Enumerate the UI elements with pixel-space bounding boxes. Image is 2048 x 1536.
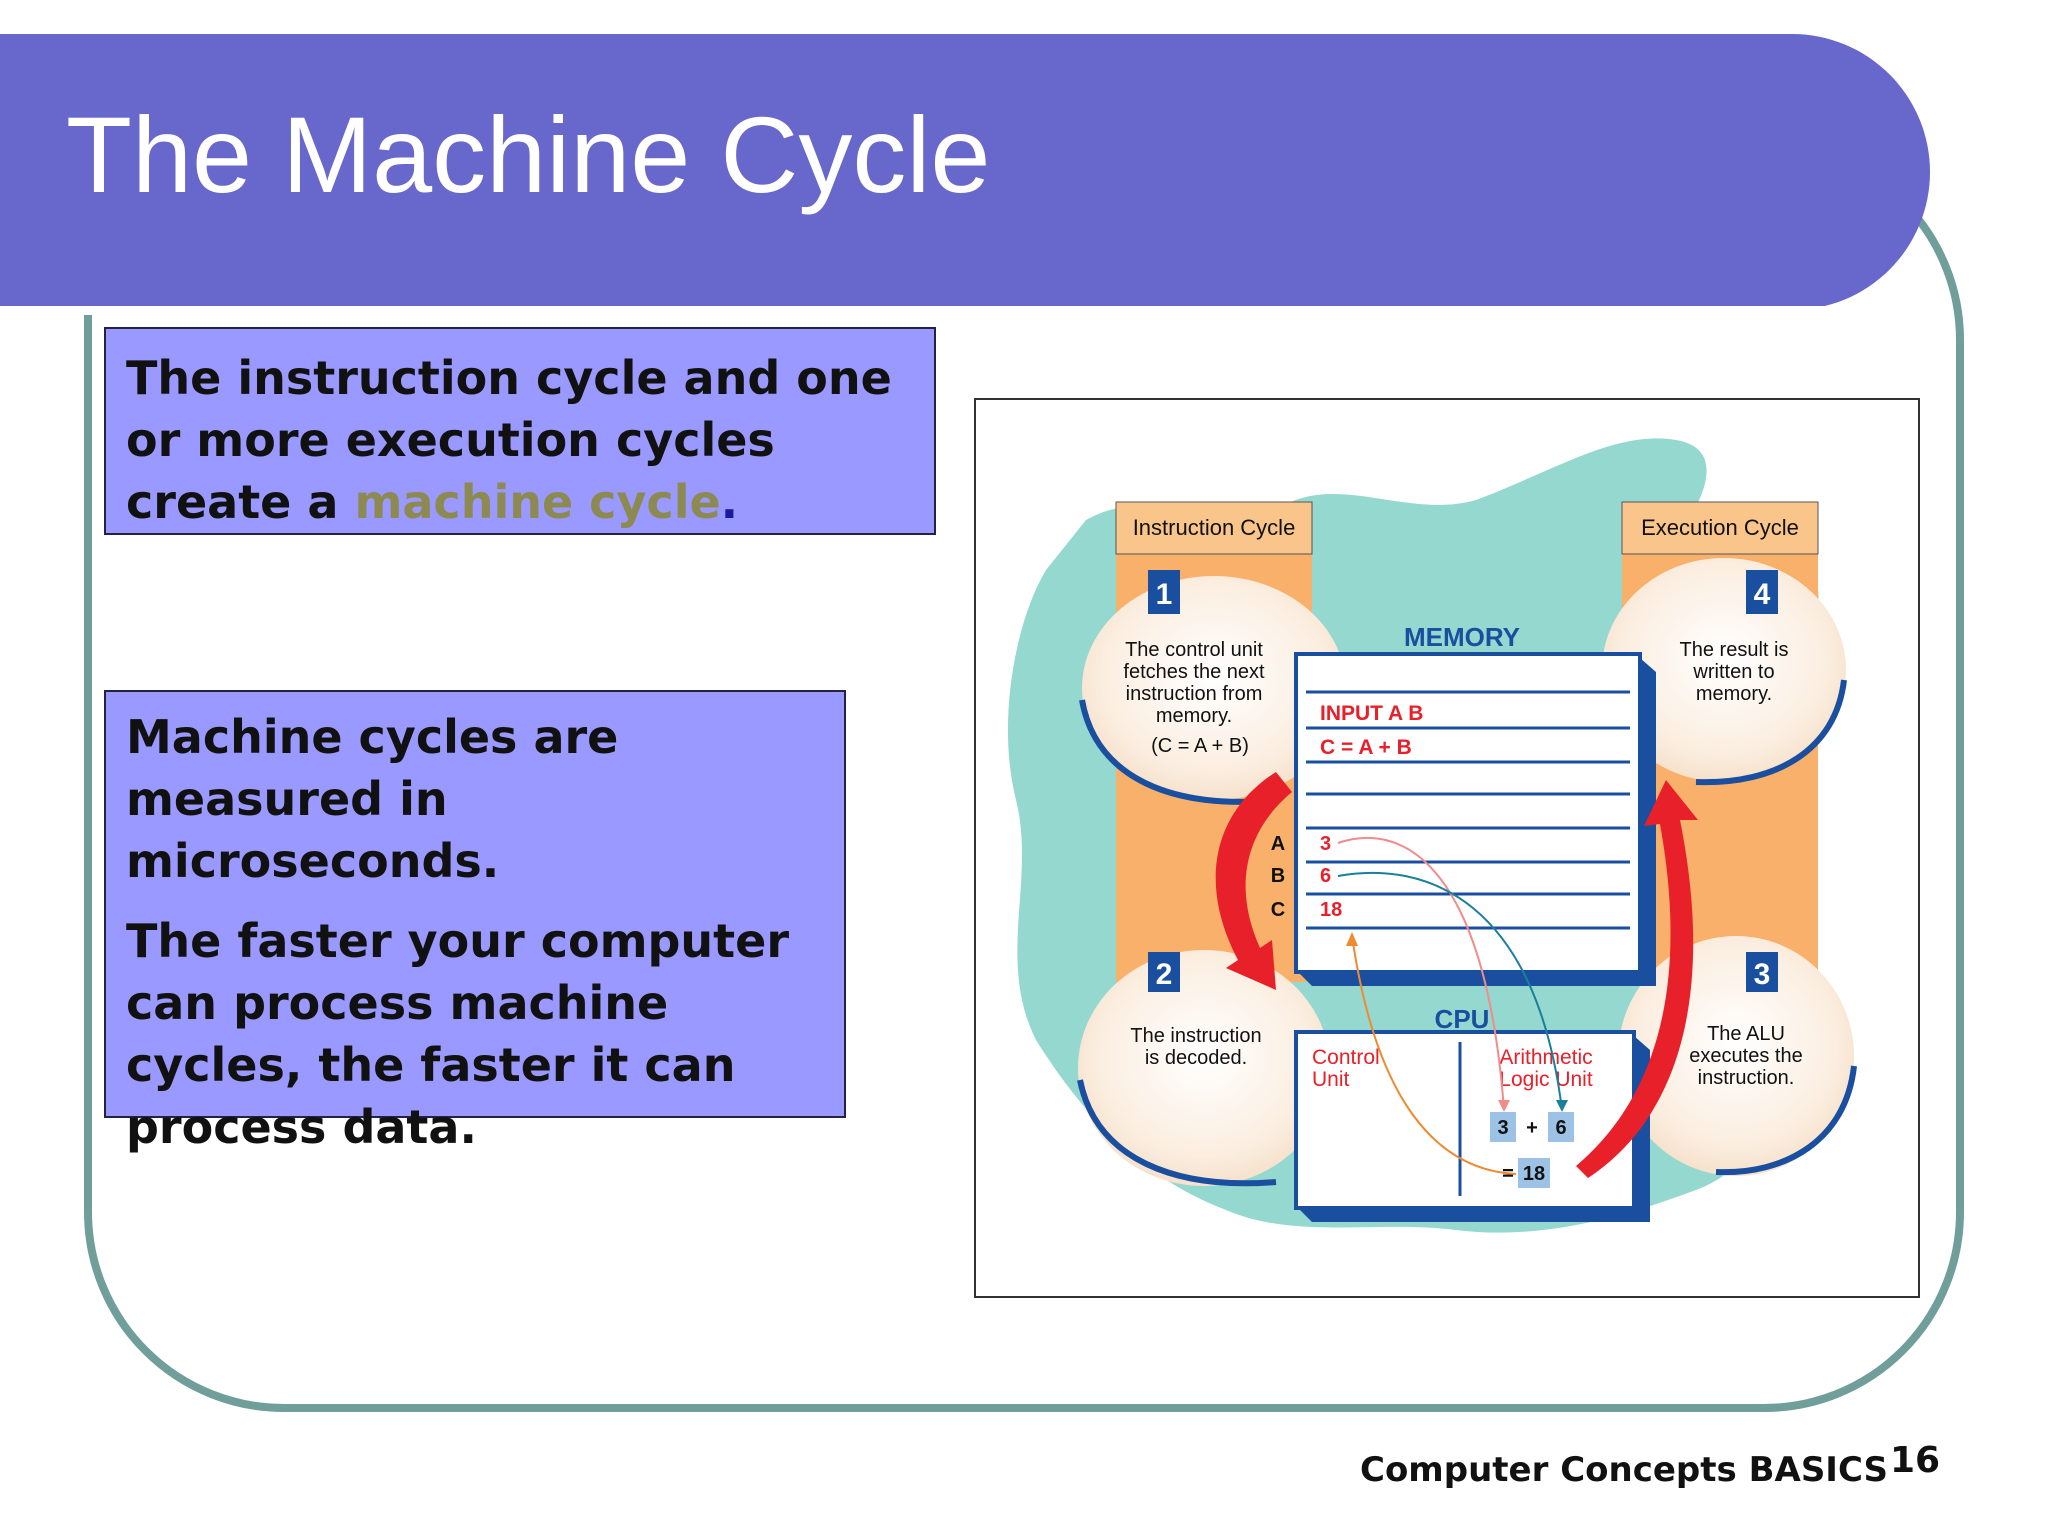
result-to-val-c-line bbox=[1351, 935, 1517, 1175]
step3-number: 3 bbox=[1754, 958, 1771, 991]
step1-line: memory. bbox=[1156, 705, 1232, 727]
banner-divider bbox=[0, 306, 1830, 315]
alu-result: 18 bbox=[1523, 1163, 1545, 1185]
val-a: 3 bbox=[1320, 833, 1331, 855]
val-c: 18 bbox=[1320, 899, 1342, 921]
step1-oval bbox=[1082, 576, 1346, 800]
alu-operand1: 3 bbox=[1497, 1117, 1508, 1139]
cpu-box bbox=[1294, 1030, 1636, 1210]
step1-number: 1 bbox=[1156, 578, 1173, 611]
machine-cycle-diagram: Instruction Cycle Execution Cycle 1 4 2 … bbox=[974, 398, 1920, 1298]
control-unit-line: Control bbox=[1312, 1046, 1380, 1069]
step3-text: The ALU executes the instruction. bbox=[1689, 1023, 1802, 1089]
step4-number: 4 bbox=[1754, 578, 1771, 611]
step1-badge bbox=[1148, 570, 1180, 614]
step2-oval bbox=[1078, 950, 1330, 1186]
decode-red-arrow bbox=[1215, 772, 1292, 990]
title-banner bbox=[0, 34, 1930, 315]
var-c-label: C bbox=[1271, 899, 1285, 921]
step1-line: instruction from bbox=[1126, 683, 1263, 705]
box1-text: The instruction cycle and one or more ex… bbox=[126, 351, 892, 529]
val-b-to-alu-line bbox=[1337, 871, 1563, 1111]
val-a-to-alu-line bbox=[1337, 836, 1505, 1111]
memory-input-line: INPUT A B bbox=[1320, 702, 1423, 725]
alu-operand2-box bbox=[1548, 1112, 1574, 1142]
instruction-cycle-label: Instruction Cycle bbox=[1133, 515, 1296, 540]
step2-badge bbox=[1148, 952, 1180, 992]
step4-line: written to bbox=[1692, 661, 1774, 683]
step4-badge bbox=[1746, 570, 1778, 614]
step3-line: The ALU bbox=[1707, 1023, 1785, 1045]
instruction-cycle-header-bg bbox=[1115, 501, 1313, 555]
diagram-svg: Instruction Cycle Execution Cycle 1 4 2 … bbox=[1007, 438, 1857, 1233]
execution-cycle-header-bg bbox=[1621, 501, 1819, 555]
slide-title: The Machine Cycle bbox=[66, 94, 991, 215]
alu-line: Logic Unit bbox=[1499, 1068, 1593, 1091]
step3-line: instruction. bbox=[1698, 1067, 1795, 1089]
memory-label: MEMORY bbox=[1404, 622, 1520, 652]
step2-text: The instruction is decoded. bbox=[1130, 1025, 1261, 1069]
step3-badge bbox=[1746, 952, 1778, 992]
execution-cycle-label: Execution Cycle bbox=[1641, 515, 1799, 540]
var-b-label: B bbox=[1271, 865, 1285, 887]
footer-text: Computer Concepts BASICS bbox=[1360, 1450, 1889, 1490]
step4-line: The result is bbox=[1680, 639, 1789, 661]
machine-cycle-highlight: machine cycle bbox=[354, 475, 721, 529]
alu-line: Arithmetic bbox=[1499, 1046, 1592, 1069]
control-unit-line: Unit bbox=[1312, 1068, 1350, 1091]
step1-line: The control unit bbox=[1125, 639, 1263, 661]
step4-line: memory. bbox=[1696, 683, 1772, 705]
val-b: 6 bbox=[1320, 865, 1331, 887]
memory-box bbox=[1294, 652, 1642, 974]
box1-period: . bbox=[720, 475, 739, 529]
step2-line: is decoded. bbox=[1145, 1047, 1247, 1069]
instruction-cycle-textbox: The instruction cycle and one or more ex… bbox=[104, 327, 936, 535]
step1-line: (C = A + B) bbox=[1151, 735, 1249, 757]
page-number: 16 bbox=[1890, 1440, 1941, 1481]
step4-oval bbox=[1602, 558, 1846, 782]
alu-result-box bbox=[1518, 1158, 1550, 1188]
faster-paragraph: The faster your computer can process mac… bbox=[126, 914, 790, 1154]
alu-operand2: 6 bbox=[1555, 1117, 1566, 1139]
step3-line: executes the bbox=[1689, 1045, 1802, 1067]
alu-plus: + bbox=[1526, 1117, 1538, 1139]
step2-line: The instruction bbox=[1130, 1025, 1261, 1047]
cpu-label: CPU bbox=[1435, 1004, 1490, 1034]
alu-operand1-box bbox=[1490, 1112, 1516, 1142]
memory-formula-line: C = A + B bbox=[1320, 736, 1412, 759]
microseconds-paragraph: Machine cycles are measured in microseco… bbox=[126, 710, 619, 888]
var-a-label: A bbox=[1271, 833, 1285, 855]
machine-cycles-textbox: Machine cycles are measured in microseco… bbox=[104, 690, 846, 1154]
step4-text: The result is written to memory. bbox=[1680, 639, 1789, 705]
step1-text: The control unit fetches the next instru… bbox=[1123, 639, 1265, 757]
step1-line: fetches the next bbox=[1123, 661, 1265, 683]
step2-number: 2 bbox=[1156, 958, 1173, 991]
writeback-red-arrow bbox=[1576, 780, 1698, 1178]
